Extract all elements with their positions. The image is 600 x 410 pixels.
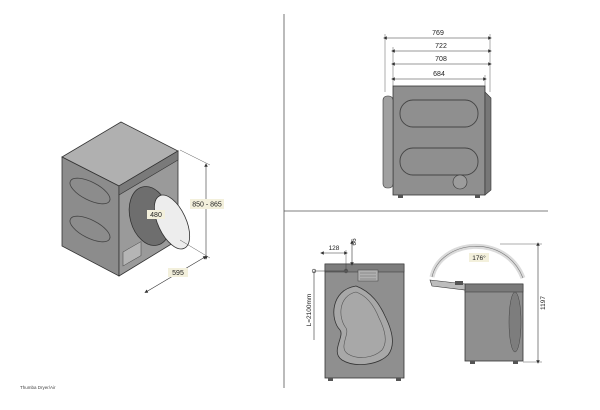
top-oval-lower — [399, 147, 479, 176]
iso-width-label: 595 — [172, 270, 184, 277]
front-vent-grille — [357, 269, 379, 282]
side-foot-2 — [513, 361, 518, 364]
top-dim-2: 722 — [435, 43, 447, 50]
iso-side-oval-top — [69, 177, 111, 205]
front-hose-inner — [340, 291, 386, 358]
side-foot — [470, 361, 475, 364]
iso-door-label-bg — [147, 210, 165, 219]
side-height-label: 1197 — [540, 296, 547, 310]
side-view: 176° 1197 — [429, 242, 547, 364]
top-back-panel — [484, 91, 492, 196]
side-angle-label: 176° — [472, 254, 486, 262]
iso-height-ext-top — [179, 149, 211, 166]
front-view: 128 66 L=2100mm — [306, 238, 405, 381]
top-body — [392, 85, 486, 196]
iso-door-label: 480 — [150, 212, 162, 219]
front-foot-left — [328, 378, 333, 381]
iso-height-label-bg — [190, 199, 224, 209]
top-door-bulge — [382, 95, 394, 189]
front-offset-left-label: 128 — [329, 245, 340, 252]
side-door-hinge — [455, 281, 463, 285]
side-drum-back — [508, 291, 522, 353]
iso-view: 850 - 865 595 480 — [61, 121, 224, 293]
top-foot-right — [475, 195, 480, 198]
top-foot-left — [398, 195, 403, 198]
iso-side-oval-bottom — [69, 215, 111, 243]
side-angle-label-bg — [469, 253, 489, 262]
side-door-arc — [429, 243, 526, 280]
top-view: 769 722 708 684 — [382, 30, 492, 198]
top-vent-circle — [452, 174, 468, 190]
front-offset-top-label: 66 — [351, 238, 358, 246]
iso-open-door — [153, 194, 191, 250]
iso-filter-grille — [122, 241, 142, 267]
front-hose-path — [333, 285, 393, 365]
front-hose-length-label: L=2100mm — [306, 294, 313, 327]
caption: Thumba Dryer/Air — [20, 385, 56, 390]
top-oval-upper — [399, 99, 479, 128]
iso-height-ext-bottom — [179, 239, 211, 259]
iso-height-label: 850 - 865 — [192, 202, 222, 209]
iso-width-label-bg — [168, 268, 188, 277]
side-door-arc-line — [431, 246, 524, 279]
top-dim-1: 769 — [432, 30, 444, 37]
top-dim-3: 708 — [435, 56, 447, 63]
iso-control-panel — [118, 150, 179, 196]
top-dim-4: 684 — [433, 71, 445, 78]
side-open-door — [429, 279, 466, 291]
front-foot-right — [396, 378, 401, 381]
side-body-top — [464, 283, 524, 293]
front-outlet — [343, 268, 349, 274]
